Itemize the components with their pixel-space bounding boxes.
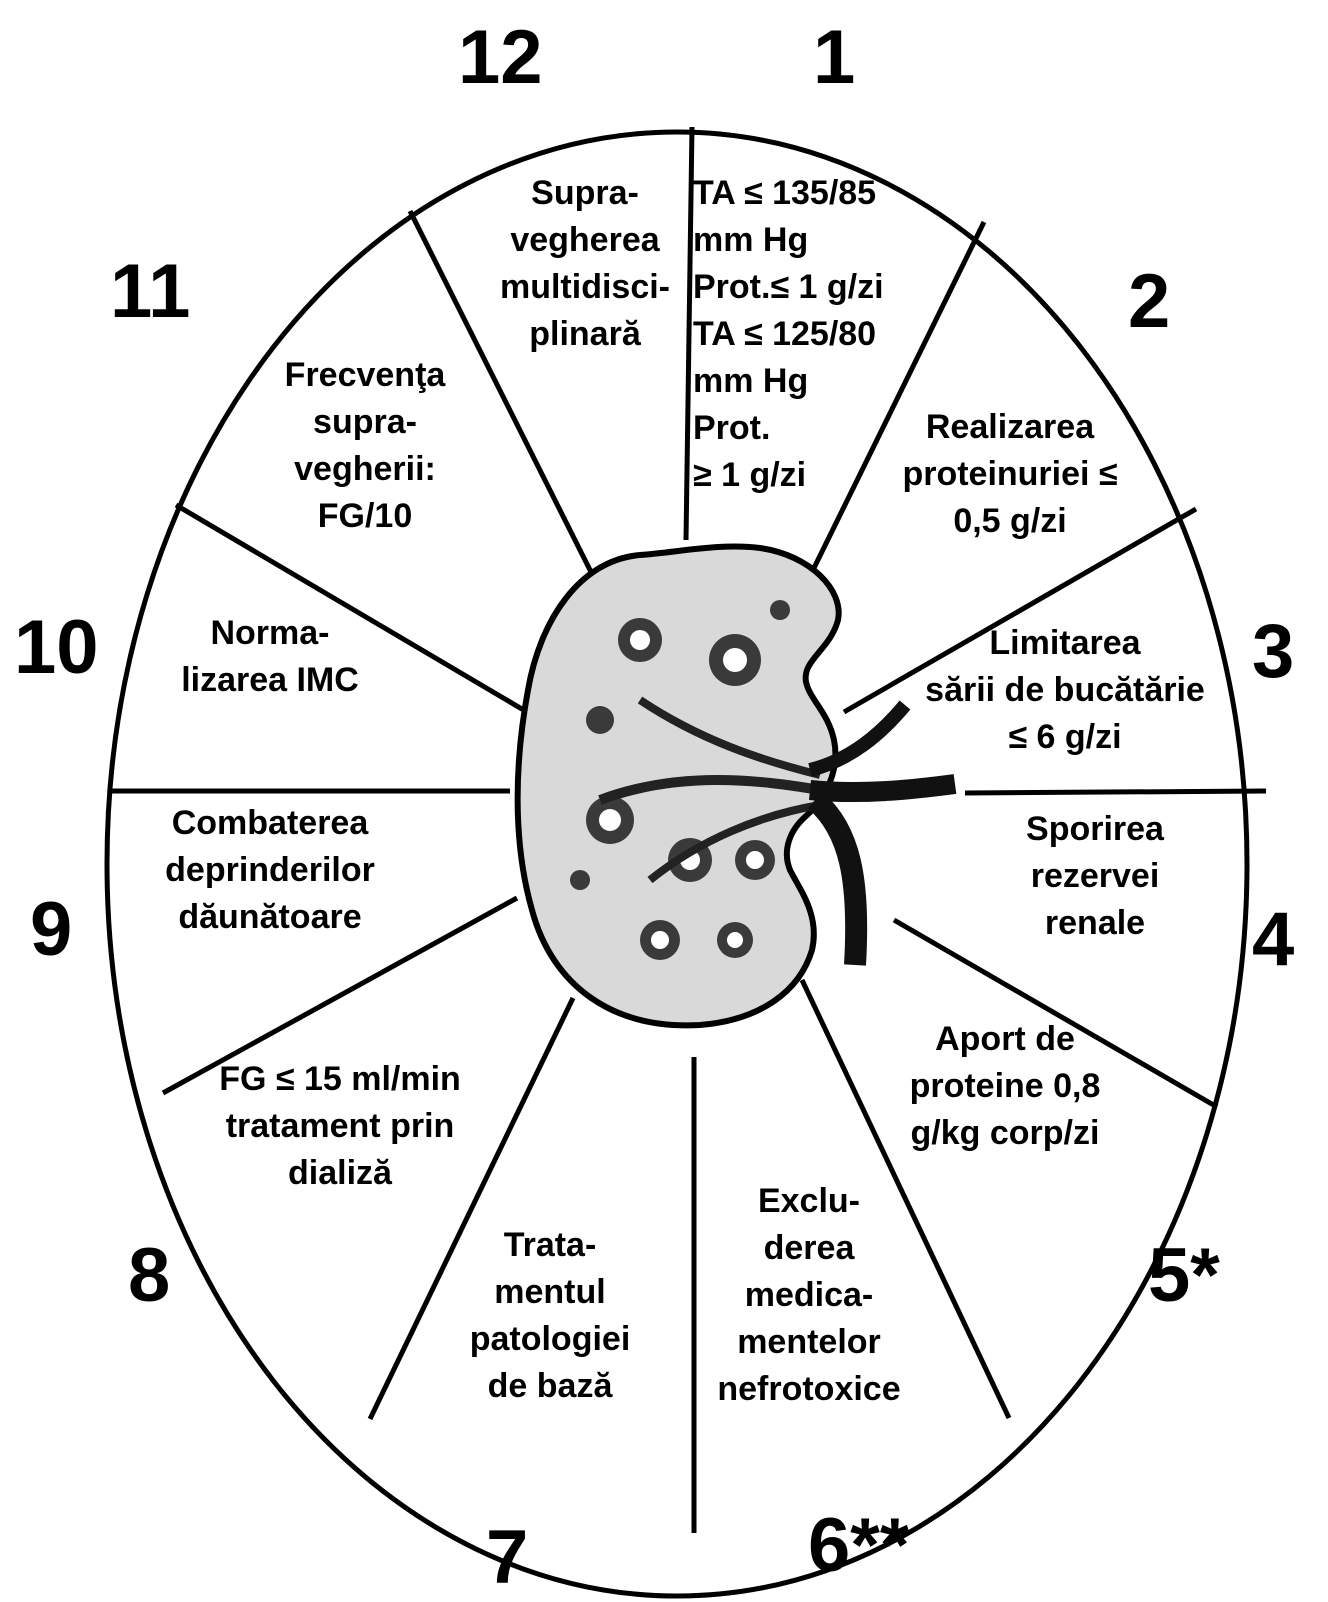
segment-12-text: Supra- vegherea multidisci- plinară [474, 170, 696, 358]
number-5: 5* [1148, 1238, 1220, 1314]
number-6: 6** [808, 1508, 909, 1584]
number-10: 10 [14, 610, 99, 686]
number-4: 4 [1252, 902, 1294, 978]
segment-11-text: Frecvenţa supra- vegherii: FG/10 [240, 352, 490, 540]
number-9: 9 [30, 892, 72, 968]
segment-7-text: Trata- mentul patologiei de bază [430, 1222, 670, 1410]
kidney-illustration-icon [518, 547, 955, 1026]
segment-5-text: Aport de proteine 0,8 g/kg corp/zi [860, 1016, 1150, 1157]
divider-3-4 [965, 791, 1266, 793]
number-11: 11 [110, 254, 190, 330]
number-8: 8 [128, 1238, 170, 1314]
segment-8-text: FG ≤ 15 ml/min tratament prin dializă [185, 1056, 495, 1197]
segment-3-text: Limitarea sării de bucătărie ≤ 6 g/zi [900, 620, 1230, 761]
segment-2-text: Realizarea proteinuriei ≤ 0,5 g/zi [860, 404, 1160, 545]
ureter [815, 800, 856, 965]
segment-9-text: Combaterea deprinderilor dăunătoare [130, 800, 410, 941]
number-12: 12 [458, 20, 543, 96]
renal-vessel-middle [810, 784, 955, 792]
segment-6-text: Exclu- derea medica- mentelor nefrotoxic… [684, 1178, 934, 1413]
number-7: 7 [486, 1520, 528, 1596]
number-2: 2 [1128, 264, 1170, 340]
segment-4-text: Sporirea rezervei renale [965, 806, 1225, 947]
segment-10-text: Norma- lizarea IMC [160, 610, 380, 704]
number-3: 3 [1252, 614, 1294, 690]
number-1: 1 [813, 20, 855, 96]
